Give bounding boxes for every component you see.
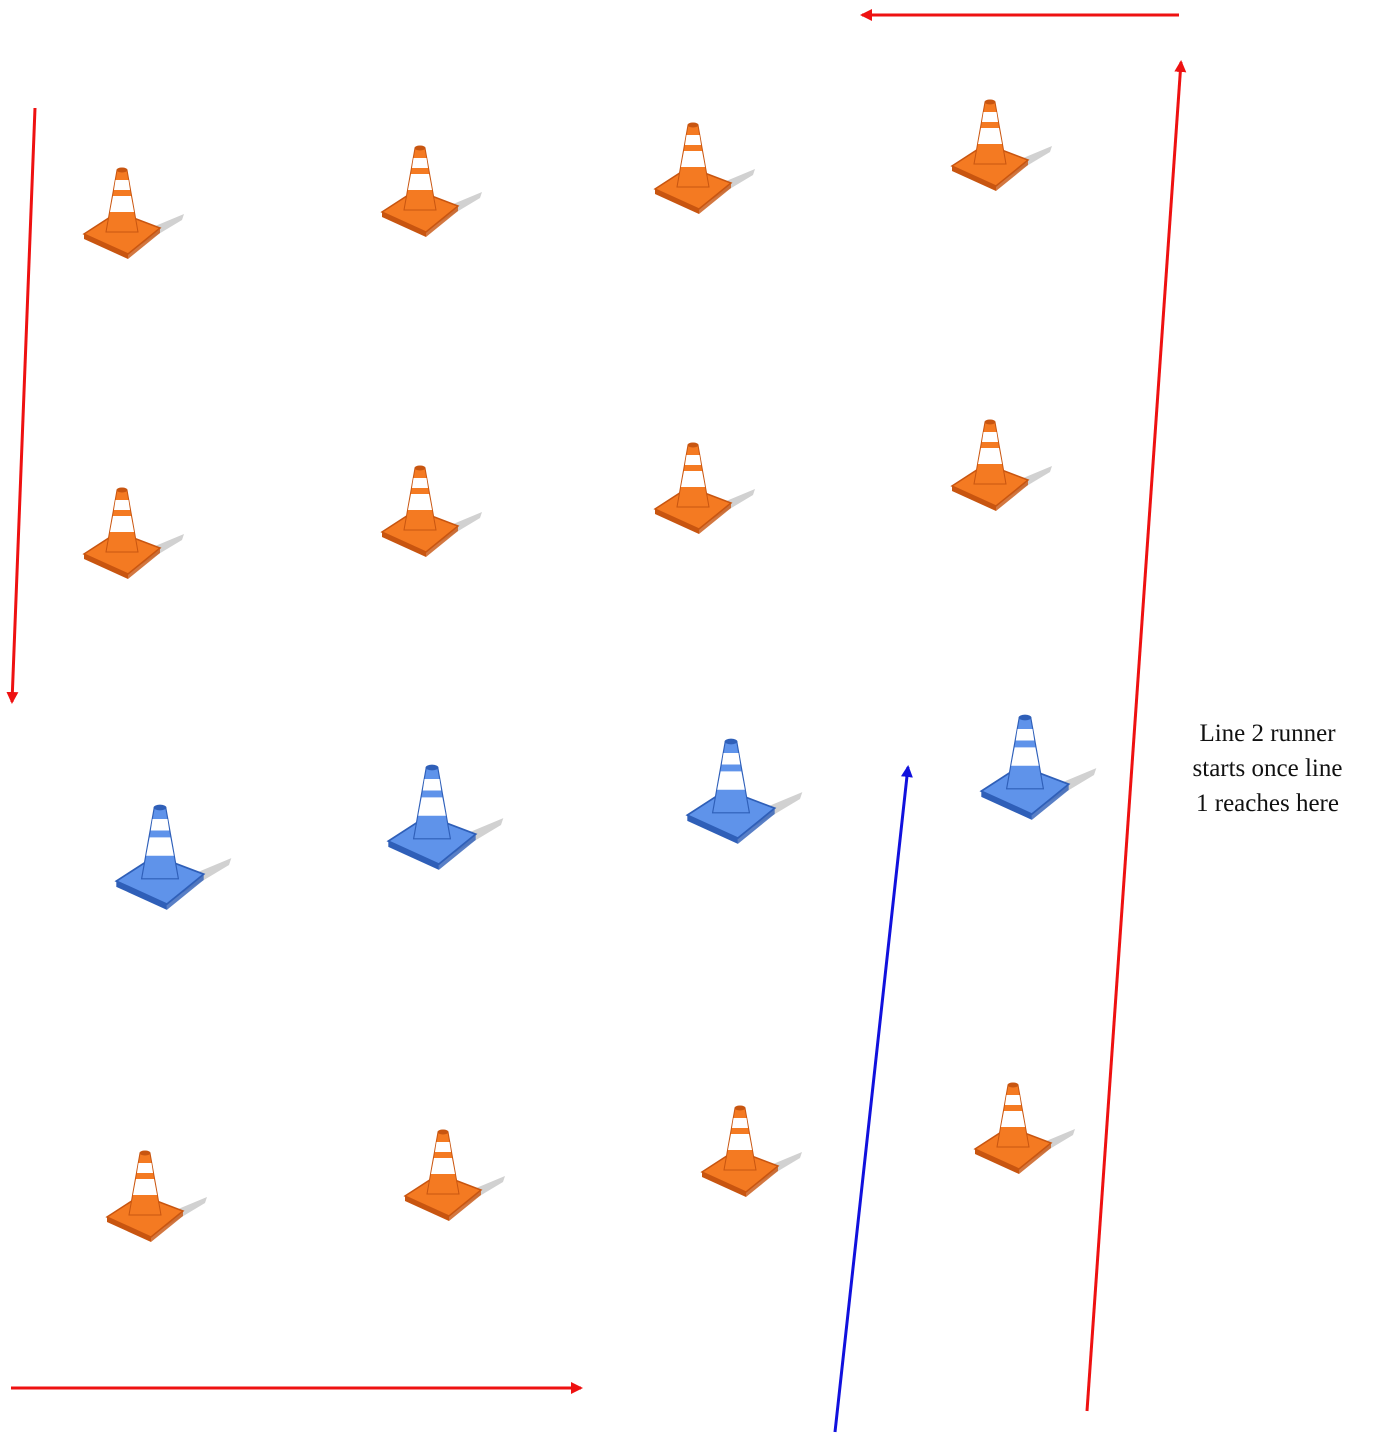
line-2-runner-arrow-up [835,767,908,1432]
orange-cone [952,100,1052,192]
orange-cone [405,1130,505,1222]
blue-cone [116,805,231,910]
orange-cone [107,1151,207,1243]
orange-cone [84,488,184,580]
orange-cone [382,146,482,238]
orange-cone [655,123,755,215]
line-2-start-note: Line 2 runner starts once line 1 reaches… [1165,716,1370,821]
orange-cone [952,420,1052,512]
route-arrows [11,15,1181,1432]
orange-cone [975,1083,1075,1175]
cone-grid [84,100,1096,1243]
blue-cone [981,715,1096,820]
left-arrow-down [12,108,35,702]
orange-cone [655,443,755,535]
orange-cone [382,466,482,558]
blue-cone [388,765,503,870]
orange-cone [84,168,184,260]
orange-cone [702,1106,802,1198]
blue-cone [687,739,802,844]
